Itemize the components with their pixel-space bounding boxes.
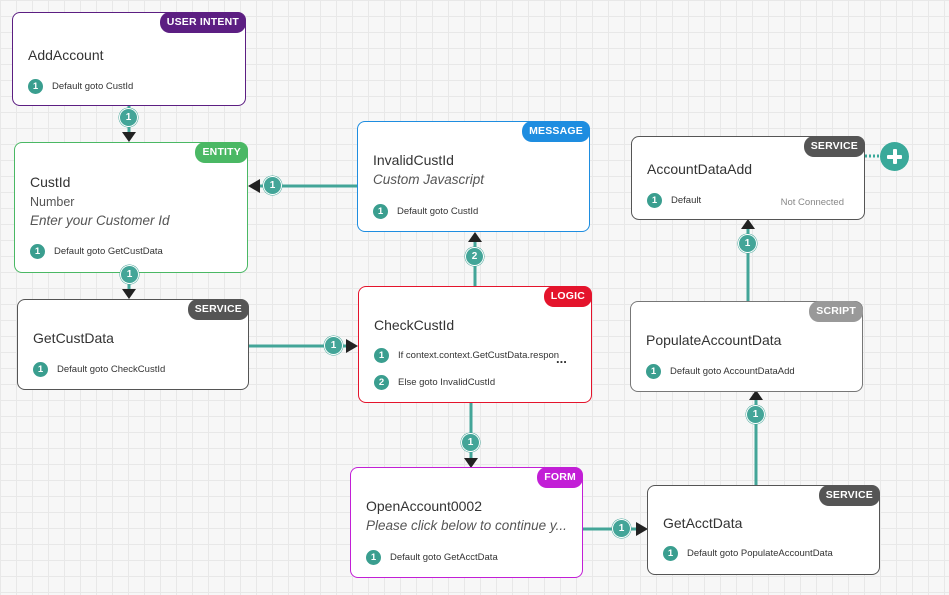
transition-label: Default	[671, 195, 702, 206]
transition-row[interactable]: 1 Default goto GetAcctData	[366, 550, 498, 565]
entity-type: Number	[30, 195, 75, 209]
transition-label: Default goto GetCustData	[54, 246, 163, 257]
connector-marker[interactable]: 1	[738, 234, 757, 253]
transition-label: Else goto InvalidCustId	[398, 377, 496, 388]
arrow-into-custid-left	[248, 179, 260, 193]
transition-number: 1	[366, 550, 381, 565]
arrow-into-getacctdata	[636, 522, 648, 536]
transition-row[interactable]: 1 Default goto CustId	[373, 204, 478, 219]
service-badge: SERVICE	[803, 136, 865, 157]
transition-label: Default goto GetAcctData	[390, 552, 498, 563]
transition-number: 1	[33, 362, 48, 377]
user-intent-badge: USER INTENT	[159, 12, 246, 33]
transition-row[interactable]: 1 Default	[647, 193, 701, 208]
node-title: CustId	[30, 174, 71, 190]
connector-marker[interactable]: 1	[324, 336, 343, 355]
arrow-into-getcustdata	[122, 289, 136, 299]
arrow-into-custid	[122, 132, 136, 142]
transition-row[interactable]: 1 If context.context.GetCustData.respon	[374, 348, 559, 363]
transition-number: 1	[28, 79, 43, 94]
connector-marker[interactable]: 1	[461, 433, 480, 452]
entity-prompt: Enter your Customer Id	[30, 213, 170, 228]
transition-number: 1	[646, 364, 661, 379]
transition-label: Default goto PopulateAccountData	[687, 548, 833, 559]
node-addaccount[interactable]: USER INTENT AddAccount 1 Default goto Cu…	[12, 12, 246, 106]
transition-label: Default goto CheckCustId	[57, 364, 166, 375]
transition-number: 2	[374, 375, 389, 390]
add-connection-icon[interactable]	[880, 142, 909, 171]
form-badge: FORM	[537, 467, 583, 488]
service-badge: SERVICE	[187, 299, 249, 320]
more-icon[interactable]: ...	[556, 351, 567, 366]
node-custid[interactable]: ENTITY CustId Number Enter your Customer…	[14, 142, 248, 273]
transition-number: 1	[663, 546, 678, 561]
node-title: GetCustData	[33, 330, 114, 346]
transition-label: If context.context.GetCustData.respon	[398, 350, 560, 361]
message-subtitle: Custom Javascript	[373, 172, 485, 187]
transition-row[interactable]: 1 Default goto PopulateAccountData	[663, 546, 833, 561]
transition-label: Default goto CustId	[397, 206, 479, 217]
connector-marker[interactable]: 1	[120, 265, 139, 284]
node-getcustdata[interactable]: SERVICE GetCustData 1 Default goto Check…	[17, 299, 249, 390]
connector-marker[interactable]: 1	[119, 108, 138, 127]
arrow-into-invalidcustid	[468, 232, 482, 242]
transition-number: 1	[373, 204, 388, 219]
node-title: AccountDataAdd	[647, 161, 753, 177]
node-openaccount[interactable]: FORM OpenAccount0002 Please click below …	[350, 467, 583, 578]
connector-marker[interactable]: 1	[612, 519, 631, 538]
message-badge: MESSAGE	[522, 121, 590, 142]
arrow-into-openaccount	[464, 458, 478, 468]
node-getacctdata[interactable]: SERVICE GetAcctData 1 Default goto Popul…	[647, 485, 880, 575]
node-title: InvalidCustId	[373, 152, 454, 168]
transition-number: 1	[30, 244, 45, 259]
node-accountdataadd[interactable]: SERVICE AccountDataAdd 1 Default Not Con…	[631, 136, 865, 220]
form-subtitle: Please click below to continue y...	[366, 518, 567, 533]
not-connected-label: Not Connected	[780, 197, 844, 208]
transition-row[interactable]: 1 Default goto AccountDataAdd	[646, 364, 795, 379]
node-title: CheckCustId	[374, 317, 455, 333]
node-title: PopulateAccountData	[646, 332, 782, 348]
transition-label: Default goto AccountDataAdd	[670, 366, 795, 377]
arrow-into-accountdataadd	[741, 219, 755, 229]
logic-badge: LOGIC	[543, 286, 592, 307]
node-title: AddAccount	[28, 47, 104, 63]
connector-marker[interactable]: 1	[746, 405, 765, 424]
connector-marker[interactable]: 1	[263, 176, 282, 195]
transition-label: Default goto CustId	[52, 81, 134, 92]
transition-number: 1	[374, 348, 389, 363]
transition-number: 1	[647, 193, 662, 208]
connector-marker[interactable]: 2	[465, 247, 484, 266]
arrow-into-checkcustid	[346, 339, 358, 353]
node-checkcustid[interactable]: LOGIC CheckCustId 1 If context.context.G…	[358, 286, 592, 403]
transition-row[interactable]: 1 Default goto CustId	[28, 79, 133, 94]
script-badge: SCRIPT	[809, 301, 863, 322]
node-invalidcustid[interactable]: MESSAGE InvalidCustId Custom Javascript …	[357, 121, 590, 232]
entity-badge: ENTITY	[195, 142, 248, 163]
transition-row[interactable]: 1 Default goto GetCustData	[30, 244, 163, 259]
node-title: GetAcctData	[663, 515, 743, 531]
node-title: OpenAccount0002	[366, 498, 482, 514]
arrow-into-populate	[749, 390, 763, 400]
transition-row[interactable]: 1 Default goto CheckCustId	[33, 362, 165, 377]
node-populateaccountdata[interactable]: SCRIPT PopulateAccountData 1 Default got…	[630, 301, 863, 392]
transition-row[interactable]: 2 Else goto InvalidCustId	[374, 375, 495, 390]
service-badge: SERVICE	[818, 485, 880, 506]
